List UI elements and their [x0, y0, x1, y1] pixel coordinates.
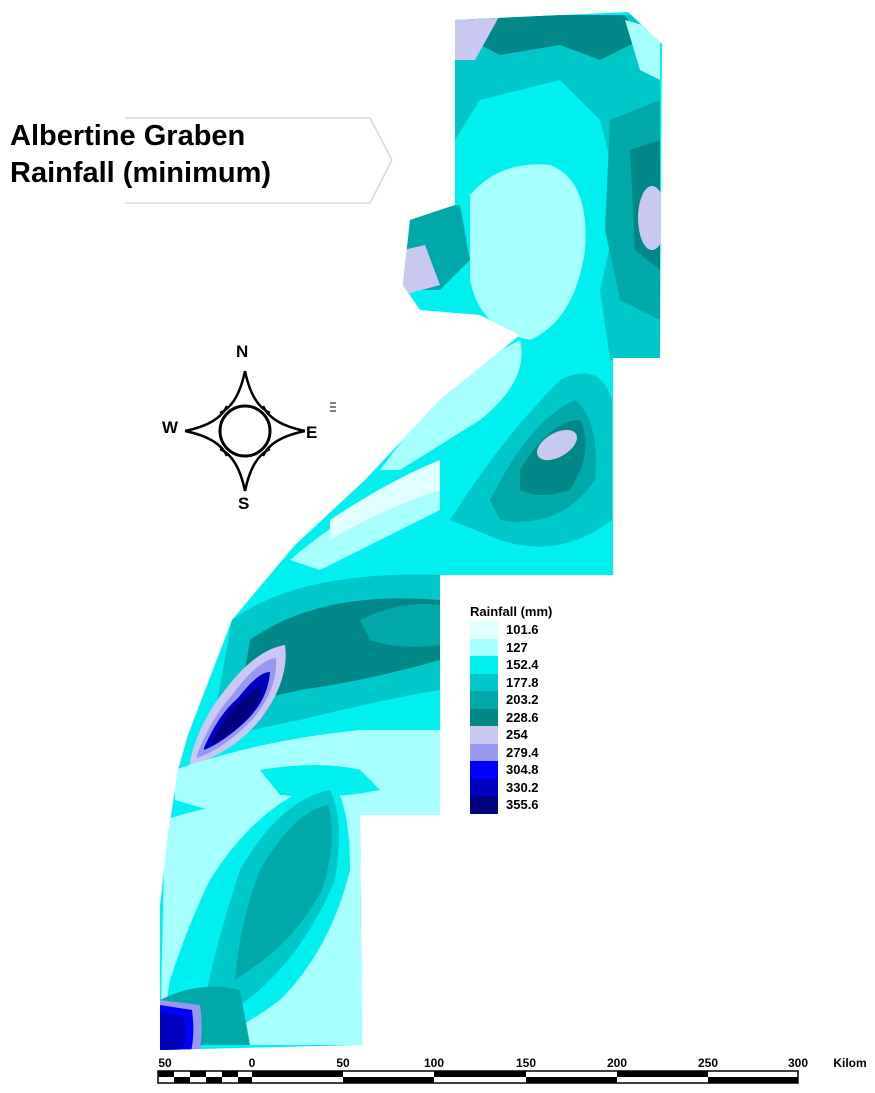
legend-label: 355.6 — [506, 797, 539, 813]
legend-swatch — [470, 778, 498, 796]
scale-tick-label: 150 — [515, 1056, 537, 1070]
legend-label: 228.6 — [506, 709, 539, 725]
scale-tick-label: 250 — [697, 1056, 719, 1070]
legend-label: 304.8 — [506, 762, 539, 778]
legend-item: 152.4 — [470, 656, 552, 674]
scale-tick-label: 300 — [787, 1056, 809, 1070]
legend-label: 127 — [506, 639, 528, 655]
scale-tick-label: 0 — [248, 1056, 256, 1070]
legend-item: 203.2 — [470, 691, 552, 709]
legend-swatch — [470, 638, 498, 656]
scale-tick-label: 200 — [606, 1056, 628, 1070]
legend-swatch — [470, 621, 498, 639]
scale-bar — [157, 1070, 799, 1084]
title-arrow-frame — [125, 117, 393, 204]
scale-tick-label: 50 — [336, 1056, 350, 1070]
legend-title: Rainfall (mm) — [470, 604, 553, 619]
legend-swatch — [470, 656, 498, 674]
scale-unit-label: Kilom — [833, 1056, 867, 1070]
compass-rose — [184, 370, 336, 492]
legend-swatch — [470, 726, 498, 744]
legend-item: 330.2 — [470, 778, 552, 796]
compass-west-label: W — [162, 418, 179, 437]
scale-tick-label: 50 — [158, 1056, 172, 1070]
legend-label: 279.4 — [506, 744, 539, 760]
legend-label: 203.2 — [506, 692, 539, 708]
legend-item: 254 — [470, 726, 552, 744]
legend-item: 279.4 — [470, 743, 552, 761]
legend-swatch — [470, 708, 498, 726]
title-line-2: Rainfall (minimum) — [10, 157, 272, 189]
compass-south-label: S — [238, 494, 250, 513]
legend-item: 355.6 — [470, 796, 552, 814]
legend-label: 330.2 — [506, 779, 539, 795]
legend-label: 101.6 — [506, 622, 539, 638]
legend-swatch — [470, 691, 498, 709]
legend-label: 177.8 — [506, 674, 539, 690]
legend-swatch — [470, 743, 498, 761]
legend-label: 254 — [506, 727, 528, 743]
legend-item: 101.6 — [470, 621, 552, 639]
legend-item: 228.6 — [470, 708, 552, 726]
map-title: Albertine Graben Rainfall (minimum) — [10, 118, 271, 192]
compass-east-label: E — [306, 423, 318, 442]
legend-item: 304.8 — [470, 761, 552, 779]
scale-tick-label: 100 — [423, 1056, 445, 1070]
title-line-1: Albertine Graben — [10, 120, 246, 152]
legend-item: 127 — [470, 638, 552, 656]
compass-north-label: N — [236, 342, 249, 361]
legend-swatch — [470, 796, 498, 814]
legend-label: 152.4 — [506, 657, 539, 673]
legend-swatch — [470, 761, 498, 779]
legend-item: 177.8 — [470, 673, 552, 691]
legend-swatch — [470, 673, 498, 691]
